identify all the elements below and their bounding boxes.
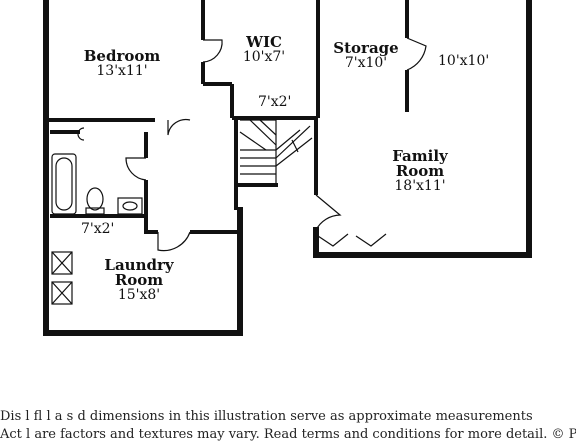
wic-dims: 10'x7' (242, 49, 286, 65)
washer (51, 251, 73, 275)
family-room-name-line1: Family (392, 147, 448, 165)
extra-room-dims: 10'x10' (438, 53, 490, 69)
disclaimer: Dis l fl l a s d dimensions in this illu… (0, 408, 576, 444)
disclaimer-line-1: Dis l fl l a s d dimensions in this illu… (0, 409, 533, 424)
family-room-label: Family Room 18'x11' (370, 149, 470, 194)
door-swings (125, 37, 427, 252)
storage-dims: 7'x10' (344, 55, 388, 71)
staircase (239, 119, 313, 183)
interior-walls (46, 0, 409, 234)
wic-name: WIC (246, 33, 282, 51)
laundry-room-label: Laundry Room 15'x8' (89, 258, 189, 303)
exterior-walls (43, 0, 532, 336)
bath-hall-dims: 7'x2' (81, 221, 115, 237)
storage-label: Storage 7'x10' (326, 41, 406, 71)
storage-name: Storage (333, 39, 399, 57)
laundry-appliances (51, 251, 73, 305)
disclaimer-line-2: Act l are factors and textures may vary.… (0, 427, 576, 442)
family-room-dims: 18'x11' (394, 178, 446, 194)
family-room-name-line2: Room (395, 162, 445, 180)
hall-small-dims: 7'x2' (258, 94, 292, 110)
dryer (51, 281, 73, 305)
bath-fixtures (51, 127, 143, 215)
laundry-room-name-line1: Laundry (104, 256, 174, 274)
bedroom-name: Bedroom (83, 47, 161, 65)
laundry-room-dims: 15'x8' (117, 287, 161, 303)
toilet (86, 187, 104, 211)
sink-vanity (117, 197, 143, 215)
bathtub (51, 153, 77, 215)
laundry-room-name-line2: Room (114, 271, 164, 289)
bedroom-label: Bedroom 13'x11' (72, 49, 172, 79)
wic-label: WIC 10'x7' (224, 35, 304, 65)
floor-plan (43, 0, 532, 336)
bedroom-dims: 13'x11' (96, 63, 148, 79)
